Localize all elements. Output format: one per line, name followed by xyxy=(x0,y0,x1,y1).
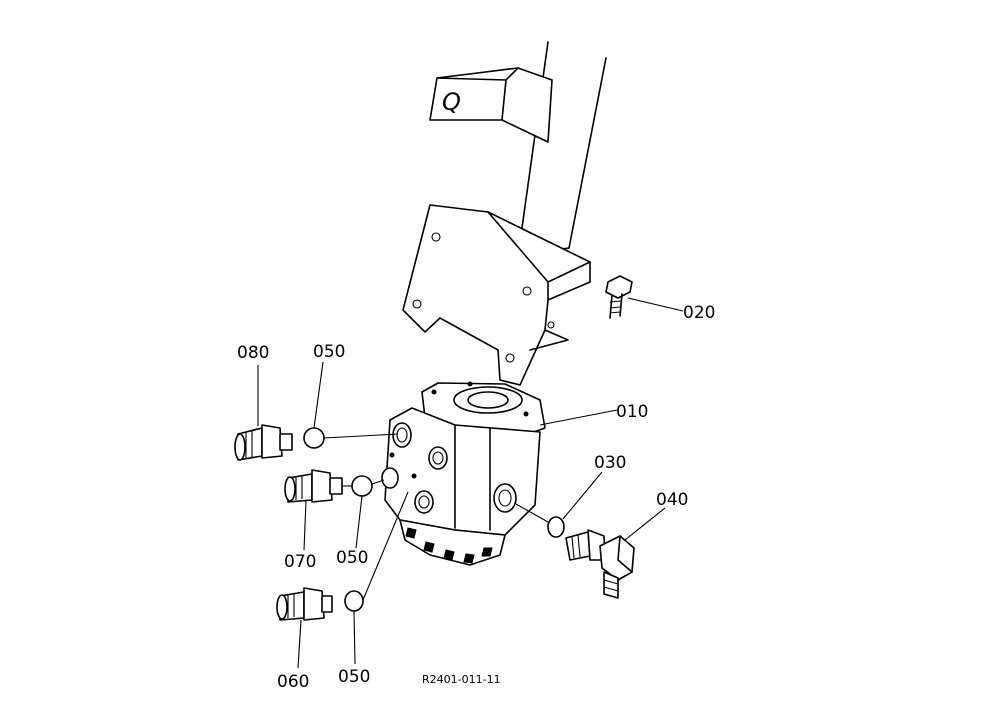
bracket-q-mark: Q xyxy=(442,88,461,116)
bolt-020 xyxy=(605,275,684,319)
callout-labels: 010 020 030 040 050 050 050 060 070 080 … xyxy=(237,303,715,692)
fitting-070 xyxy=(284,469,352,551)
o-ring-050-middle xyxy=(351,475,385,549)
callout-070: 070 xyxy=(284,552,316,572)
o-ring-050-bottom xyxy=(344,491,409,665)
upper-bracket: Q xyxy=(429,67,553,143)
callout-030: 030 xyxy=(594,453,626,473)
mounting-plate xyxy=(402,204,591,386)
steering-valve-body xyxy=(381,381,618,566)
o-ring-050-top xyxy=(303,361,399,449)
o-ring-030 xyxy=(515,471,603,538)
callout-050-top: 050 xyxy=(313,342,345,362)
callout-040: 040 xyxy=(656,490,688,510)
callout-050-bottom: 050 xyxy=(338,667,370,687)
fitting-080 xyxy=(234,365,293,461)
callout-050-middle: 050 xyxy=(336,548,368,568)
callout-020: 020 xyxy=(683,303,715,323)
elbow-fitting-040 xyxy=(565,507,666,599)
callout-010: 010 xyxy=(616,402,648,422)
callout-060: 060 xyxy=(277,672,309,692)
fitting-060 xyxy=(276,587,333,669)
drawing-code: R2401-011-11 xyxy=(422,673,501,686)
callout-080: 080 xyxy=(237,343,269,363)
